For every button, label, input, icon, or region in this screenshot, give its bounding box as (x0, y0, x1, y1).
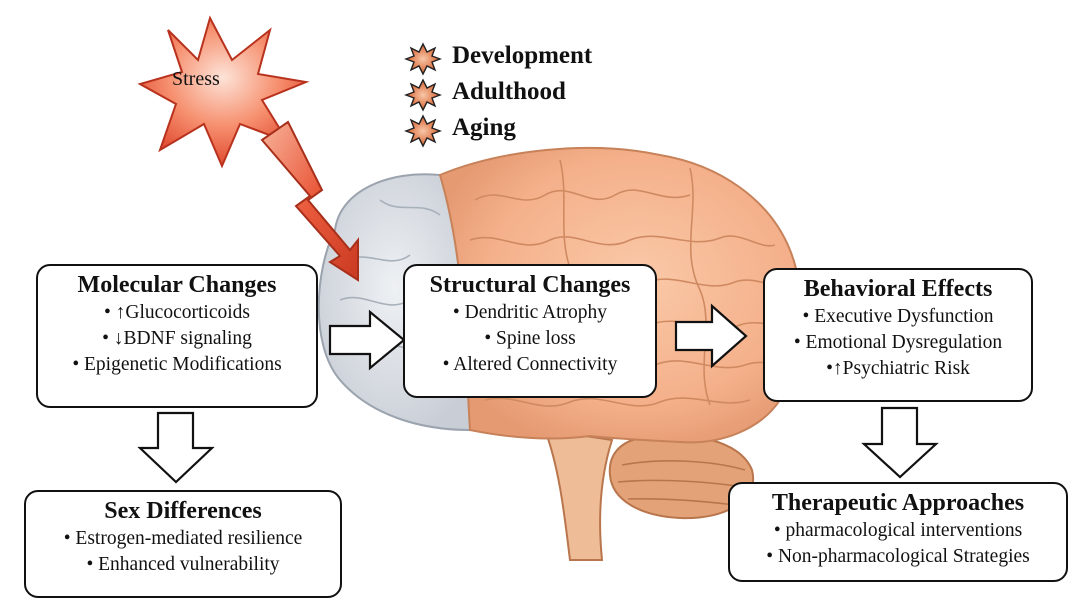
stress-star-icon (137, 15, 310, 169)
legend-star-icons (404, 42, 442, 148)
structural-changes-box: Structural Changes • Dendritic Atrophy •… (403, 264, 657, 398)
burst-icon (404, 42, 442, 76)
legend-item-adulthood: Adulthood (408, 74, 592, 110)
structural-item: • Dendritic Atrophy (452, 302, 608, 323)
behavioral-effects-title: Behavioral Effects (803, 276, 993, 302)
legend-label: Development (452, 42, 593, 69)
arrows (137, 303, 939, 484)
stress-label: Stress (172, 68, 220, 90)
therapeutic-approaches-box: Therapeutic Approaches • pharmacological… (728, 482, 1068, 582)
structural-item: • Altered Connectivity (442, 354, 618, 375)
therapeutic-item: • Non-pharmacological Strategies (766, 546, 1030, 567)
therapeutic-approaches-title: Therapeutic Approaches (771, 490, 1025, 516)
sex-differences-box: Sex Differences • Estrogen-mediated resi… (24, 490, 342, 598)
behavioral-effects-box: Behavioral Effects • Executive Dysfuncti… (763, 268, 1033, 402)
lightning-bolt-icon (260, 120, 359, 282)
arrow-down-behavioral-to-therapeutic (861, 406, 939, 479)
legend: Development Adulthood Aging (408, 38, 592, 146)
molecular-item: • ↓BDNF signaling (102, 328, 252, 349)
sex-item: • Enhanced vulnerability (86, 554, 280, 575)
legend-label: Aging (452, 114, 516, 141)
therapeutic-item: • pharmacological interventions (773, 520, 1023, 541)
structural-item: • Spine loss (484, 328, 576, 349)
sex-differences-title: Sex Differences (104, 498, 262, 524)
molecular-item: • ↑Glucocorticoids (103, 302, 250, 323)
cerebellum (608, 434, 755, 520)
behavioral-item: •↑Psychiatric Risk (826, 358, 970, 379)
burst-icon (404, 78, 442, 112)
structural-changes-title: Structural Changes (429, 272, 631, 298)
brainstem (543, 428, 614, 561)
burst-icon (404, 114, 442, 148)
legend-label: Adulthood (452, 78, 566, 105)
molecular-changes-box: Molecular Changes • ↑Glucocorticoids • ↓… (36, 264, 318, 408)
arrow-down-molecular-to-sex (137, 411, 215, 484)
sex-item: • Estrogen-mediated resilience (63, 528, 303, 549)
legend-item-development: Development (408, 38, 592, 74)
behavioral-item: • Emotional Dysregulation (793, 332, 1003, 353)
behavioral-item: • Executive Dysfunction (802, 306, 994, 327)
legend-item-aging: Aging (408, 110, 592, 146)
arrow-right-structural-to-behavioral (674, 303, 748, 369)
molecular-item: • Epigenetic Modifications (72, 354, 282, 375)
molecular-changes-title: Molecular Changes (77, 272, 277, 298)
arrow-right-molecular-to-structural (328, 309, 406, 371)
